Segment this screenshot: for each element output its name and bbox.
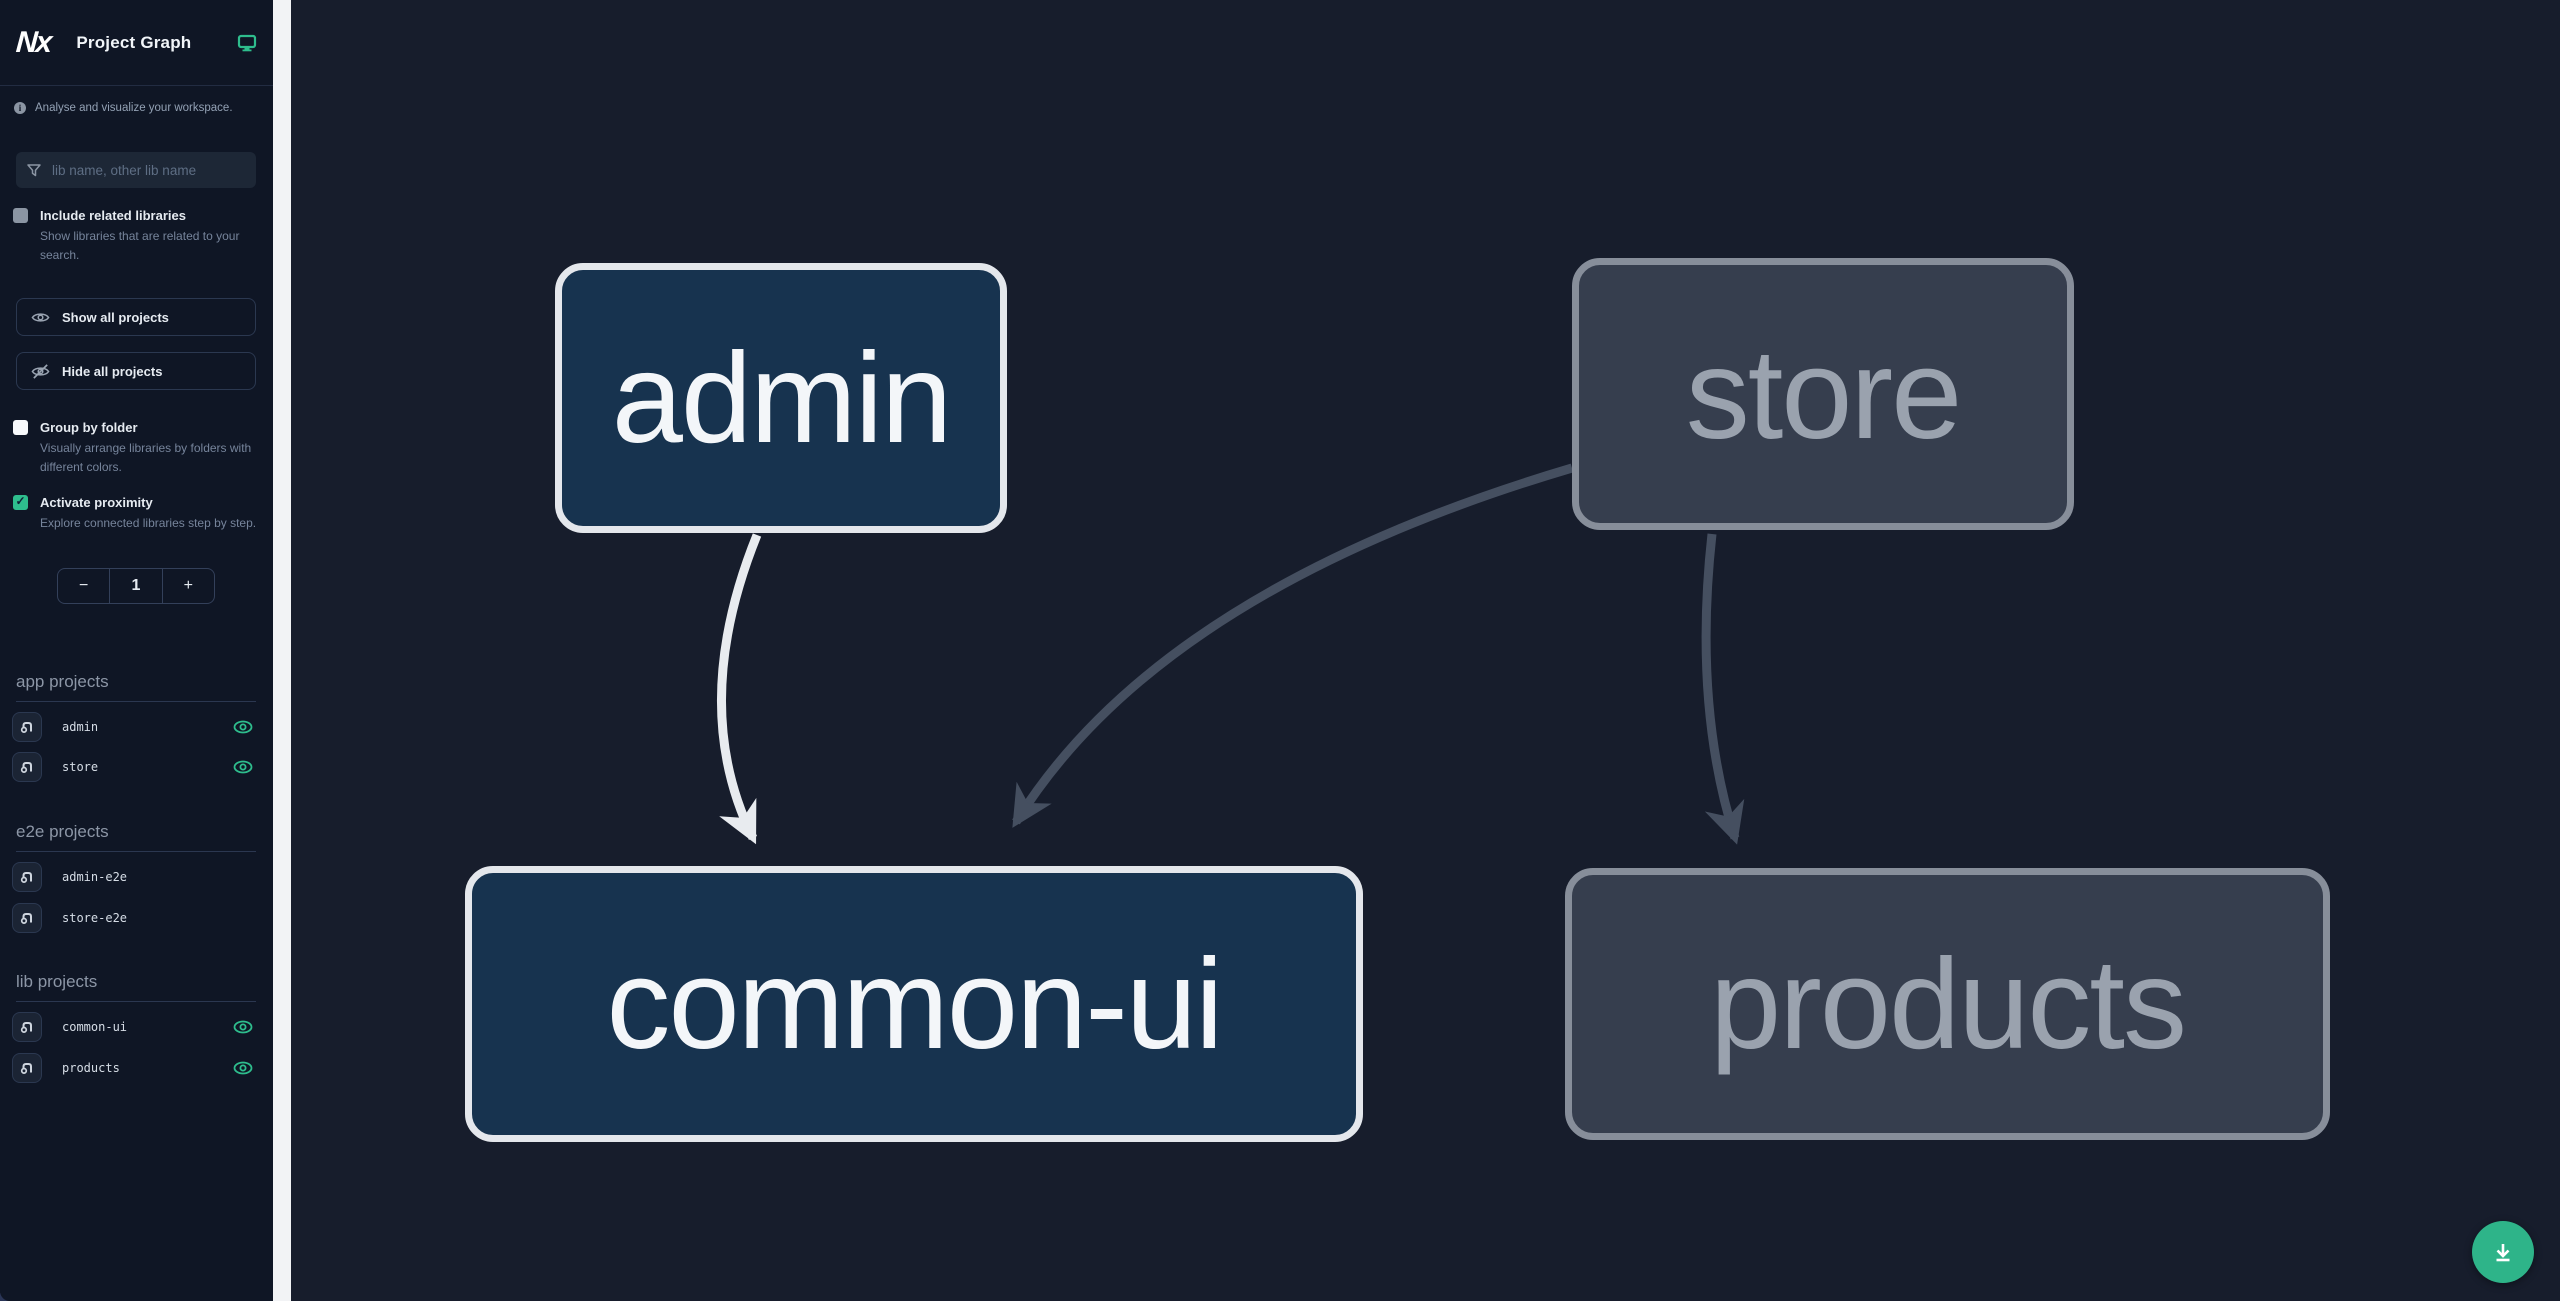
workspace-tagline: i Analyse and visualize your workspace.: [0, 102, 273, 114]
option-label: Include related libraries: [40, 208, 186, 223]
visibility-eye-icon[interactable]: [232, 756, 254, 778]
show-all-label: Show all projects: [62, 309, 169, 325]
option-activate-proximity[interactable]: Activate proximity Explore connected lib…: [13, 493, 259, 533]
visibility-eye-icon[interactable]: [232, 1016, 254, 1038]
edge-store-products[interactable]: [1701, 533, 1745, 845]
project-row-products[interactable]: products: [12, 1053, 262, 1083]
nx-project-icon: [12, 1012, 42, 1042]
project-row-admin[interactable]: admin: [12, 712, 262, 742]
project-row-common-ui[interactable]: common-ui: [12, 1012, 262, 1042]
project-name: products: [62, 1061, 120, 1075]
node-label: common-ui: [606, 932, 1223, 1076]
download-image-button[interactable]: [2472, 1221, 2534, 1283]
node-label: store: [1685, 322, 1963, 466]
graph-edges: [717, 463, 1745, 845]
proximity-stepper: − 1 +: [57, 568, 215, 604]
graph-node-products[interactable]: products: [1565, 868, 2330, 1140]
hide-all-projects-button[interactable]: Hide all projects: [16, 352, 256, 390]
checkbox-group-by-folder[interactable]: [13, 420, 28, 435]
visibility-eye-icon[interactable]: [232, 716, 254, 738]
option-label: Group by folder: [40, 420, 138, 435]
checkbox-activate-proximity[interactable]: [13, 494, 28, 510]
search-input[interactable]: [52, 162, 237, 178]
sidebar: Nx Project Graph i Analyse and visualize…: [0, 0, 273, 1301]
download-icon: [2496, 1244, 2510, 1262]
page-title: Project Graph: [76, 32, 192, 52]
project-name: admin: [62, 720, 99, 734]
graph-node-store[interactable]: store: [1572, 258, 2074, 530]
nx-logo: Nx: [14, 25, 52, 59]
eye-icon: [31, 312, 50, 322]
decrement-button[interactable]: −: [78, 577, 89, 594]
option-description: Visually arrange libraries by folders wi…: [40, 441, 252, 474]
edge-admin-common-ui[interactable]: [717, 533, 762, 845]
node-label: admin: [611, 326, 953, 470]
option-label: Activate proximity: [40, 495, 153, 510]
visibility-eye-icon[interactable]: [232, 1057, 254, 1079]
proximity-value: 1: [109, 569, 161, 603]
hide-all-label: Hide all projects: [62, 363, 163, 379]
section-title-app-projects: app projects: [16, 672, 256, 702]
option-description: Show libraries that are related to your …: [40, 229, 240, 262]
info-icon: i: [14, 102, 26, 114]
project-row-admin-e2e[interactable]: admin-e2e: [12, 862, 262, 892]
nx-project-icon: [12, 752, 42, 782]
graph-canvas[interactable]: admin store common-ui products: [291, 0, 2560, 1301]
project-name: admin-e2e: [62, 870, 128, 884]
section-title-lib-projects: lib projects: [16, 972, 256, 1002]
project-name: store-e2e: [62, 911, 128, 925]
project-name: store: [62, 760, 99, 774]
sidebar-scrollbar[interactable]: [273, 0, 291, 1301]
project-name: common-ui: [62, 1020, 128, 1034]
graph-node-admin[interactable]: admin: [555, 263, 1007, 533]
node-label: products: [1710, 932, 2187, 1076]
graph-node-common-ui[interactable]: common-ui: [465, 866, 1363, 1142]
nx-project-icon: [12, 903, 42, 933]
option-include-related[interactable]: Include related libraries Show libraries…: [13, 206, 259, 265]
tagline-text: Analyse and visualize your workspace.: [35, 102, 233, 114]
option-description: Explore connected libraries step by step…: [40, 516, 257, 530]
section-title-e2e-projects: e2e projects: [16, 822, 256, 852]
checkbox-include-related[interactable]: [13, 208, 28, 223]
nx-project-icon: [12, 1053, 42, 1083]
filter-icon: [27, 164, 41, 177]
increment-button[interactable]: +: [161, 569, 214, 603]
show-all-projects-button[interactable]: Show all projects: [16, 298, 256, 336]
nx-project-icon: [12, 712, 42, 742]
project-row-store[interactable]: store: [12, 752, 262, 782]
monitor-icon: [237, 34, 257, 51]
option-group-by-folder[interactable]: Group by folder Visually arrange librari…: [13, 418, 259, 477]
edge-store-common-ui[interactable]: [1012, 463, 1574, 828]
eye-off-icon: [31, 363, 50, 379]
project-row-store-e2e[interactable]: store-e2e: [12, 903, 262, 933]
nx-project-icon: [12, 862, 42, 892]
sidebar-header: Nx Project Graph: [0, 0, 273, 86]
search-box: [16, 152, 256, 188]
